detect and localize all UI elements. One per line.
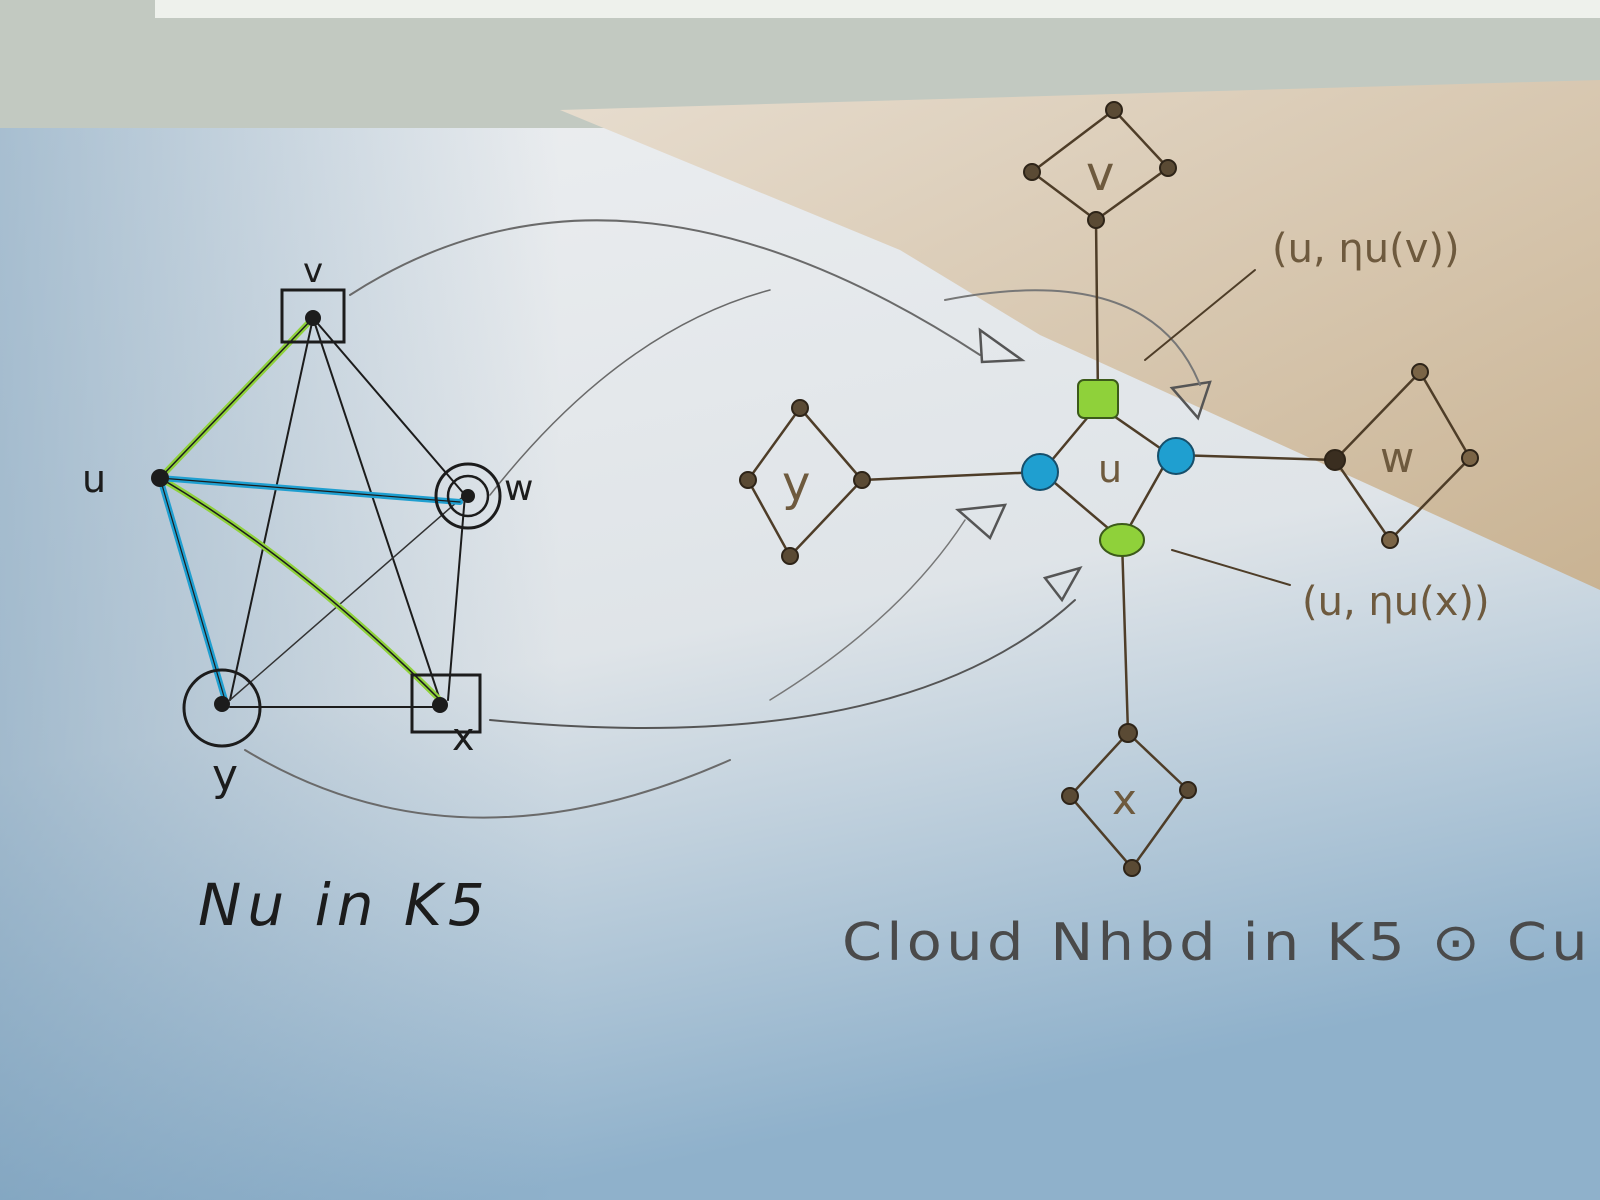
- cloud-center-label: u: [1098, 447, 1122, 491]
- cloud-y-dot-top: [791, 399, 809, 417]
- edge-v-x: [312, 317, 441, 701]
- edge-w-x: [447, 494, 466, 701]
- annotation-top: (u, ηu(v)): [1272, 226, 1460, 272]
- arrow-v-to-cloud: [349, 219, 981, 356]
- right-caption: Cloud Nhbd in K5 ⊙ Cu: [842, 913, 1592, 973]
- vertex-y-ring: [182, 668, 262, 748]
- edge-cloud-u-y: [860, 470, 1042, 482]
- cloud-y-dot-bottom: [781, 547, 799, 565]
- arrowhead-bottom: [1042, 565, 1083, 603]
- cloud-x-dot-right: [1179, 781, 1197, 799]
- annotation-bottom: (u, ηu(x)): [1302, 579, 1490, 625]
- vertex-x-dot: [432, 697, 448, 713]
- cloud-v-dot-bottom: [1087, 211, 1105, 229]
- left-graph: [151, 219, 1076, 819]
- top-frame-highlight: [155, 0, 1600, 18]
- vertex-x-box: [410, 673, 482, 734]
- cloud-y-dot-left: [739, 471, 757, 489]
- vertex-w-ring-outer: [434, 462, 502, 530]
- label-v: v: [303, 251, 323, 291]
- label-w: w: [504, 468, 533, 509]
- cloud-w-dot-top: [1411, 363, 1429, 381]
- cloud-label-w: w: [1380, 433, 1414, 482]
- arrow-x-to-cloud: [489, 599, 1076, 729]
- arrowhead-top: [978, 327, 1026, 364]
- label-y: y: [212, 750, 238, 801]
- arc-top-right: [944, 289, 1201, 386]
- edge-u-v-ink: [159, 317, 314, 479]
- label-x: x: [452, 715, 475, 759]
- edge-u-y-ink: [159, 477, 226, 701]
- vertex-w-ring-inner: [446, 474, 490, 518]
- vertex-w-dot: [461, 489, 475, 503]
- arrow-w-to-cloud: [489, 289, 771, 496]
- cloud-label-x: x: [1112, 775, 1137, 824]
- label-u: u: [82, 457, 106, 501]
- edge-v-w: [312, 317, 466, 496]
- edge-cloud-u-v: [1094, 218, 1100, 402]
- cloud-u-vertex-w-blue: [1157, 437, 1195, 475]
- cloud-x-dot-left: [1061, 787, 1079, 805]
- arrow-extra-to-cloud: [769, 519, 966, 701]
- cloud-label-v: v: [1086, 146, 1114, 202]
- arrowhead-right: [1169, 380, 1212, 421]
- arrowhead-left: [955, 503, 1008, 541]
- cloud-u-vertex-v-green: [1077, 379, 1119, 419]
- cloud-vertices: [739, 101, 1479, 877]
- cloud-label-y: y: [782, 456, 810, 512]
- cloud-v-dot-left: [1023, 163, 1041, 181]
- cloud-u-vertex-y-blue: [1021, 453, 1059, 491]
- cloud-v-dot-right: [1159, 159, 1177, 177]
- edge-u-x-ink: [159, 477, 441, 701]
- edge-cloud-u-x: [1120, 538, 1130, 735]
- cloud-w-dot-right: [1461, 449, 1479, 467]
- annotation-bottom-pointer: [1171, 549, 1291, 586]
- edge-v-y: [229, 317, 314, 701]
- edge-w-y: [229, 494, 466, 701]
- vertex-v-box: [280, 288, 346, 344]
- cloud-v-dot-top: [1105, 101, 1123, 119]
- cloud-x-dot-bottom: [1123, 859, 1141, 877]
- cloud-u-vertex-x-green: [1099, 523, 1145, 557]
- left-caption: Nu in K5: [198, 871, 491, 939]
- cloud-y-dot-right: [853, 471, 871, 489]
- cloud-x-dot-top: [1118, 723, 1138, 743]
- edge-u-w-ink: [159, 477, 461, 503]
- vertex-v-dot: [305, 310, 321, 326]
- cloud-w-dot-left: [1324, 449, 1346, 471]
- cloud-w-dot-bottom: [1381, 531, 1399, 549]
- vertex-y-dot: [214, 696, 230, 712]
- arrow-y-to-cloud: [244, 749, 731, 819]
- annotation-top-pointer: [1144, 269, 1256, 361]
- edge-cloud-u-w: [1173, 453, 1337, 462]
- vertex-u-dot: [151, 469, 169, 487]
